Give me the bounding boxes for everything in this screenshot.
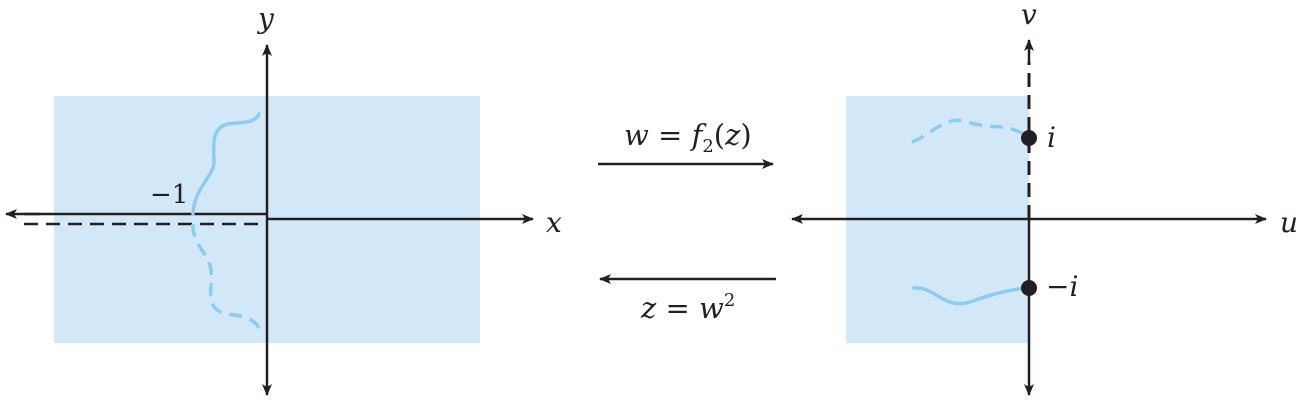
forward-mapping-label: w = f2(z) — [624, 118, 752, 157]
curve-lower-dashed — [191, 223, 261, 330]
z-plane: x y −1 — [5, 2, 562, 396]
w-plane: i −i u v — [791, 0, 1298, 396]
u-axis-label: u — [1280, 206, 1298, 239]
mapping: w = f2(z) z = w2 — [598, 118, 776, 325]
y-axis-label: y — [256, 2, 275, 35]
point-label-minus-one: −1 — [150, 180, 188, 210]
point-i — [1021, 130, 1037, 146]
point-label-i: i — [1047, 121, 1056, 154]
curve-upper-solid — [191, 112, 261, 216]
w-curve-lower-solid — [912, 286, 1029, 306]
point-minus-i — [1021, 280, 1037, 296]
point-label-minus-i: −i — [1046, 270, 1078, 303]
inverse-mapping-label: z = w2 — [640, 290, 735, 325]
x-axis-label: x — [546, 206, 562, 239]
v-axis-label: v — [1021, 0, 1037, 31]
